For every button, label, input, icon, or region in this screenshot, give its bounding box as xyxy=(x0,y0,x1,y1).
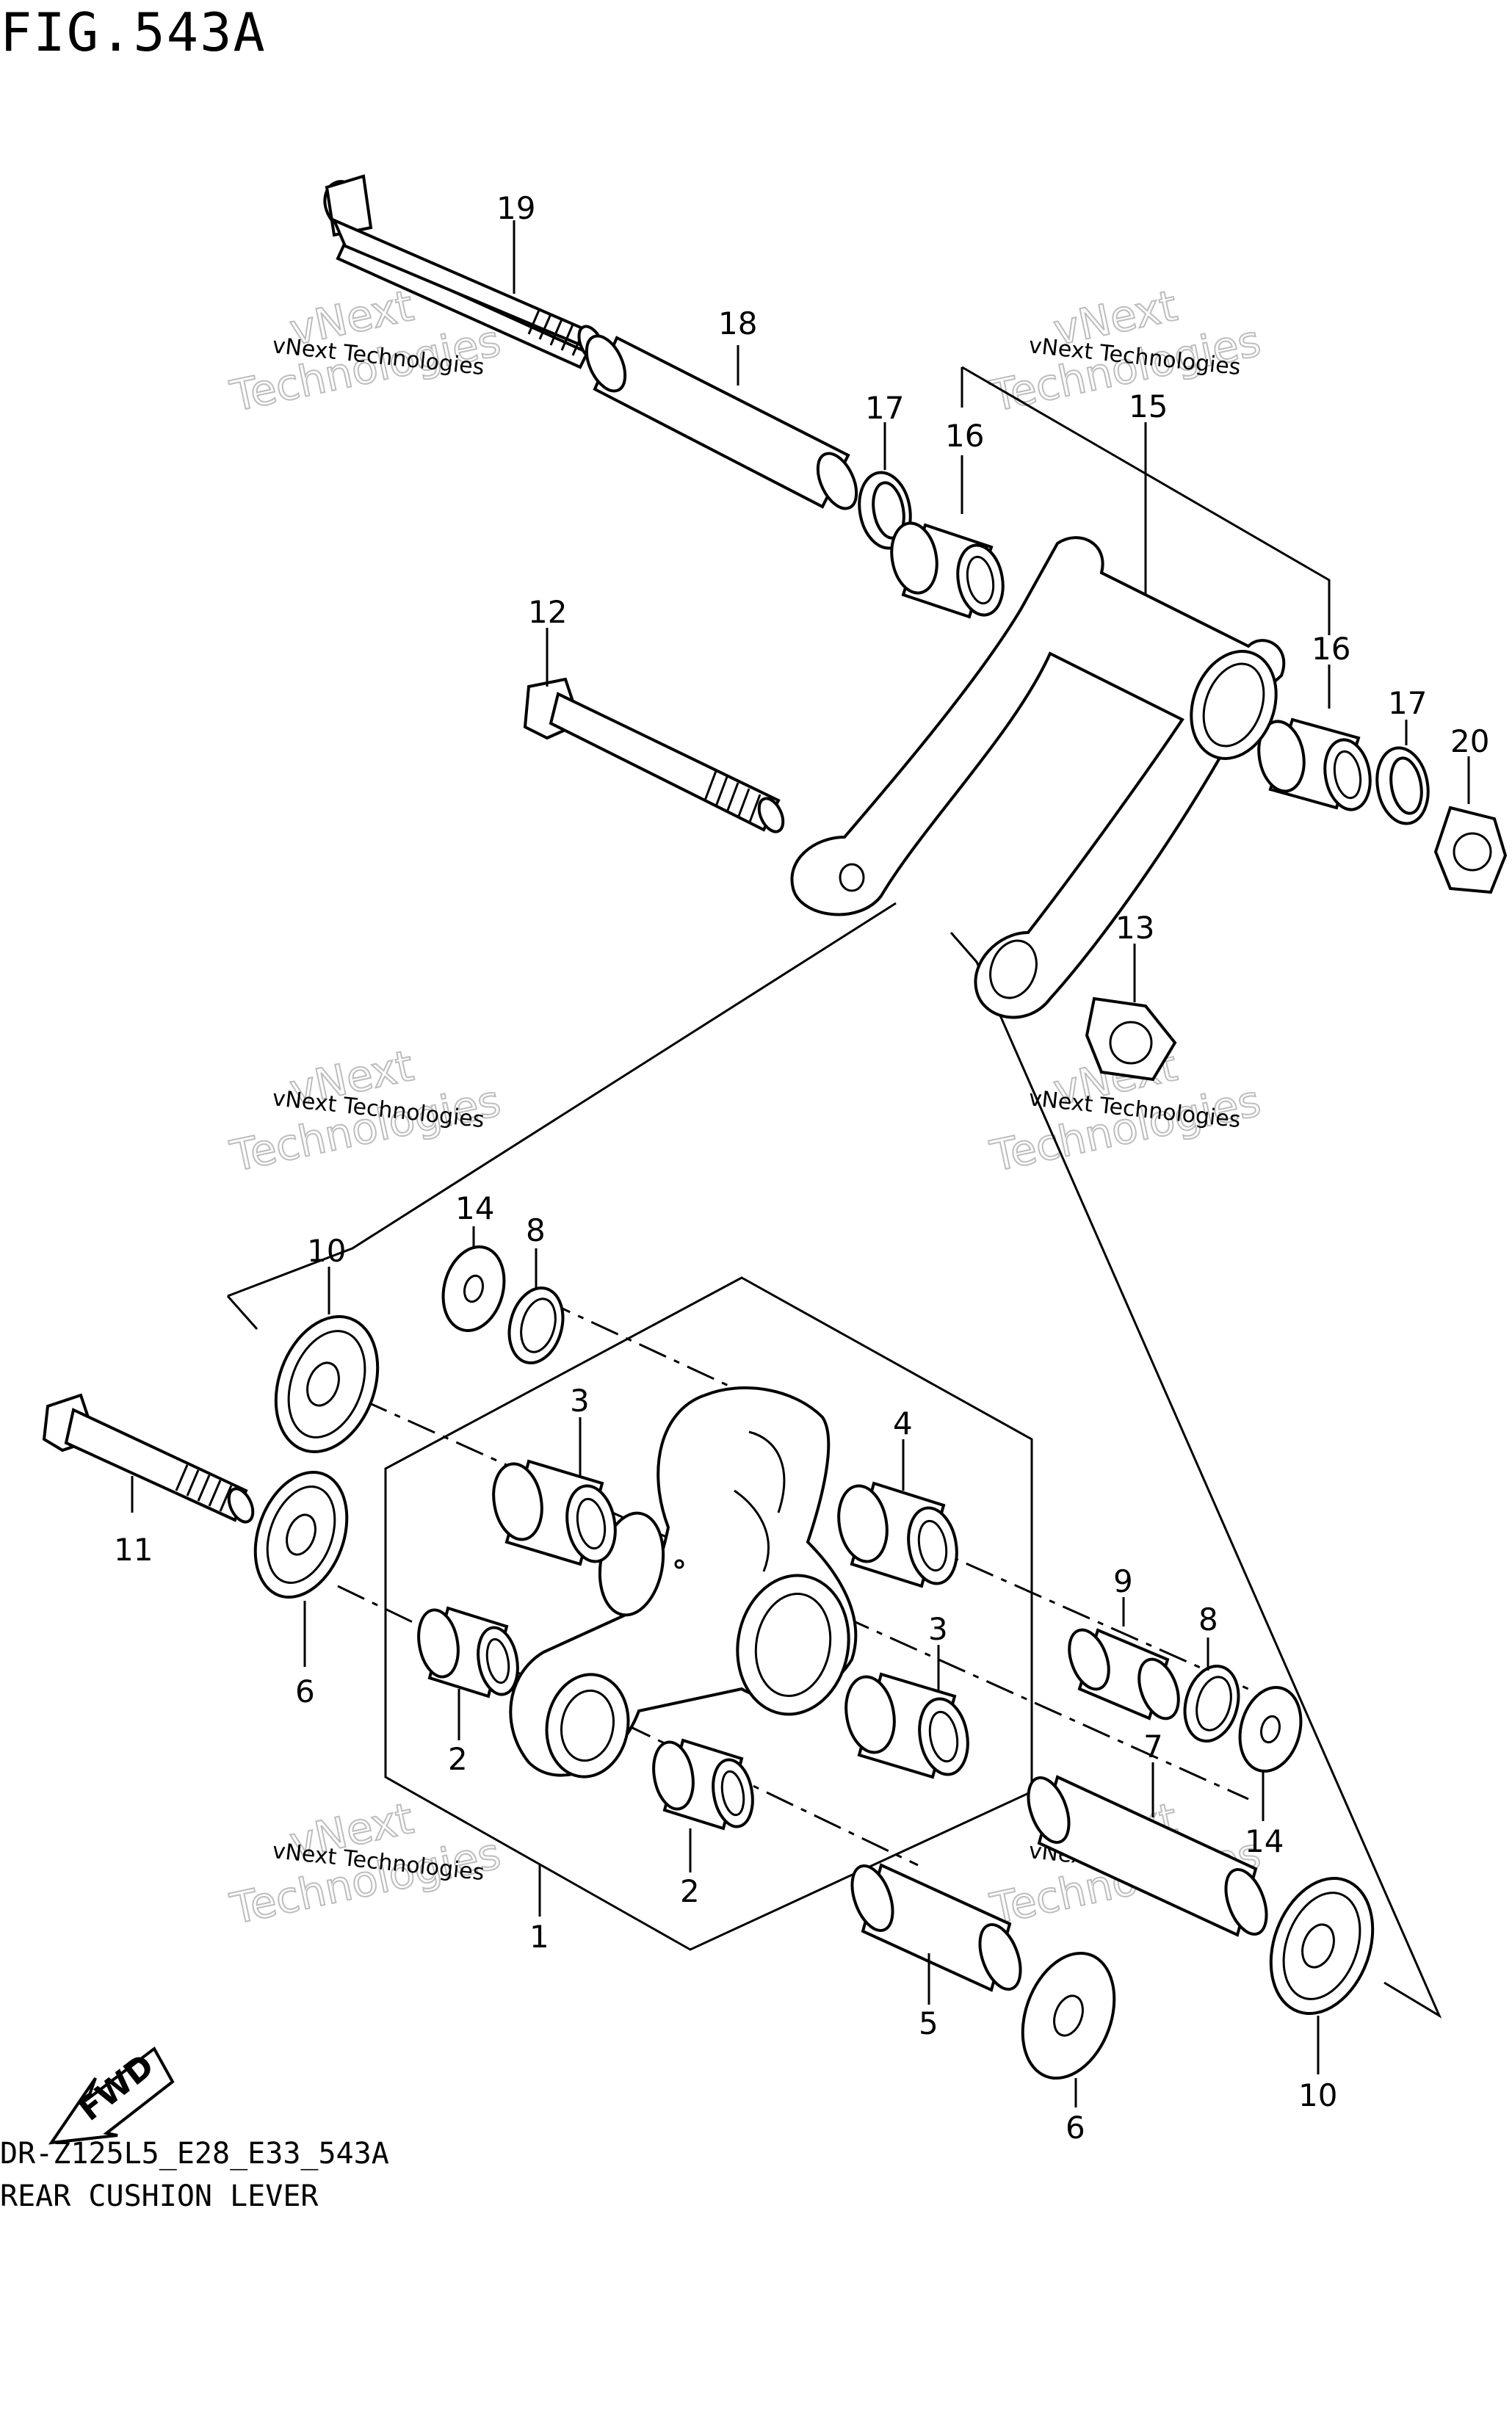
bracket-15-top xyxy=(961,366,1331,635)
part-14-washer-upper xyxy=(441,1245,506,1332)
callout-16-lower: 16 xyxy=(1312,631,1350,667)
callout-20: 20 xyxy=(1450,723,1489,759)
callout-14-lower: 14 xyxy=(1245,1823,1284,1859)
callout-16-upper: 16 xyxy=(945,418,984,454)
link-line-left xyxy=(227,902,897,1298)
callout-10-lower: 10 xyxy=(1298,2077,1337,2113)
part-2-bushing-lower xyxy=(652,1738,754,1831)
part-18-sleeve xyxy=(585,334,858,510)
centerline-top xyxy=(543,1298,750,1397)
part-2-bushing-upper xyxy=(417,1606,519,1698)
part-7-long-collar xyxy=(1027,1775,1268,1937)
part-3-bearing-lower xyxy=(844,1672,969,1779)
fwd-arrow: FWD xyxy=(48,2047,175,2145)
callout-7: 7 xyxy=(1143,1729,1163,1765)
callout-14-upper: 14 xyxy=(455,1190,494,1226)
part-4-bearing xyxy=(837,1481,958,1588)
callout-18: 18 xyxy=(718,305,757,341)
callout-11: 11 xyxy=(114,1532,153,1568)
part-10-washer-lower xyxy=(1269,1877,1375,2015)
callout-19: 19 xyxy=(496,190,535,226)
callout-3-upper: 3 xyxy=(570,1383,590,1419)
figure-caption: REAR CUSHION LEVER xyxy=(0,2179,319,2213)
callout-12: 12 xyxy=(528,594,567,630)
part-11-bolt xyxy=(42,1393,255,1524)
callout-8-lower: 8 xyxy=(1198,1602,1218,1638)
callout-3-lower: 3 xyxy=(928,1611,948,1647)
part-5-collar xyxy=(850,1863,1022,1992)
figure-title: FIG.543A xyxy=(0,1,267,63)
link-line-left-tick xyxy=(226,1295,258,1330)
part-14-washer-lower xyxy=(1238,1686,1303,1773)
callout-6-lower: 6 xyxy=(1066,2110,1085,2146)
part-19-long-bolt xyxy=(323,174,605,369)
callout-4: 4 xyxy=(893,1405,913,1441)
callout-17-upper: 17 xyxy=(865,390,904,426)
assembly-outlines xyxy=(226,366,1442,2019)
part-10-washer-upper xyxy=(274,1315,380,1453)
callout-8-upper: 8 xyxy=(526,1212,546,1248)
part-12-bolt xyxy=(523,677,785,833)
watermark-bottom-left: vNext Technologies vNext Technologies xyxy=(225,1792,506,1935)
part-1-cushion-lever xyxy=(509,1386,858,1778)
part-16-bearing-lower xyxy=(1257,717,1372,811)
leader-lines xyxy=(131,220,1470,2107)
watermark-mid-left: vNext Technologies vNext Technologies xyxy=(225,1040,506,1182)
part-20-nut xyxy=(1433,806,1508,894)
callout-6-upper: 6 xyxy=(295,1673,315,1709)
callout-13: 13 xyxy=(1115,910,1154,946)
part-3-bearing-upper xyxy=(492,1459,617,1566)
figure-code: DR-Z125L5_E28_E33_543A xyxy=(0,2137,389,2171)
callout-5: 5 xyxy=(919,2005,938,2041)
part-15-linkage xyxy=(790,536,1286,1019)
part-6-washer-lower xyxy=(1021,1951,1116,2080)
callout-17-lower: 17 xyxy=(1388,685,1427,721)
callout-2-lower: 2 xyxy=(680,1873,700,1909)
part-17-seal-lower xyxy=(1375,746,1430,825)
part-9-collar xyxy=(1068,1628,1180,1720)
callout-10-upper: 10 xyxy=(307,1233,346,1269)
part-6-washer-upper xyxy=(253,1470,349,1599)
callout-2-upper: 2 xyxy=(448,1741,468,1777)
part-8-seal-upper xyxy=(507,1286,565,1365)
callout-labels: 19 18 17 16 15 16 17 20 12 13 14 8 10 3 … xyxy=(114,190,1489,2146)
part-13-nut xyxy=(1085,996,1177,1082)
callout-1: 1 xyxy=(529,1919,549,1955)
callout-15: 15 xyxy=(1129,388,1168,424)
callout-9: 9 xyxy=(1113,1563,1133,1599)
watermark-top-right: vNext Technologies vNext Technologies xyxy=(985,280,1266,422)
link-line-right xyxy=(949,932,1442,2019)
part-8-seal-lower xyxy=(1183,1664,1240,1743)
centerline-right xyxy=(917,1541,1249,1690)
part-16-bearing-upper xyxy=(890,521,1005,619)
hexagon-outline-part-1 xyxy=(384,1276,1033,1951)
